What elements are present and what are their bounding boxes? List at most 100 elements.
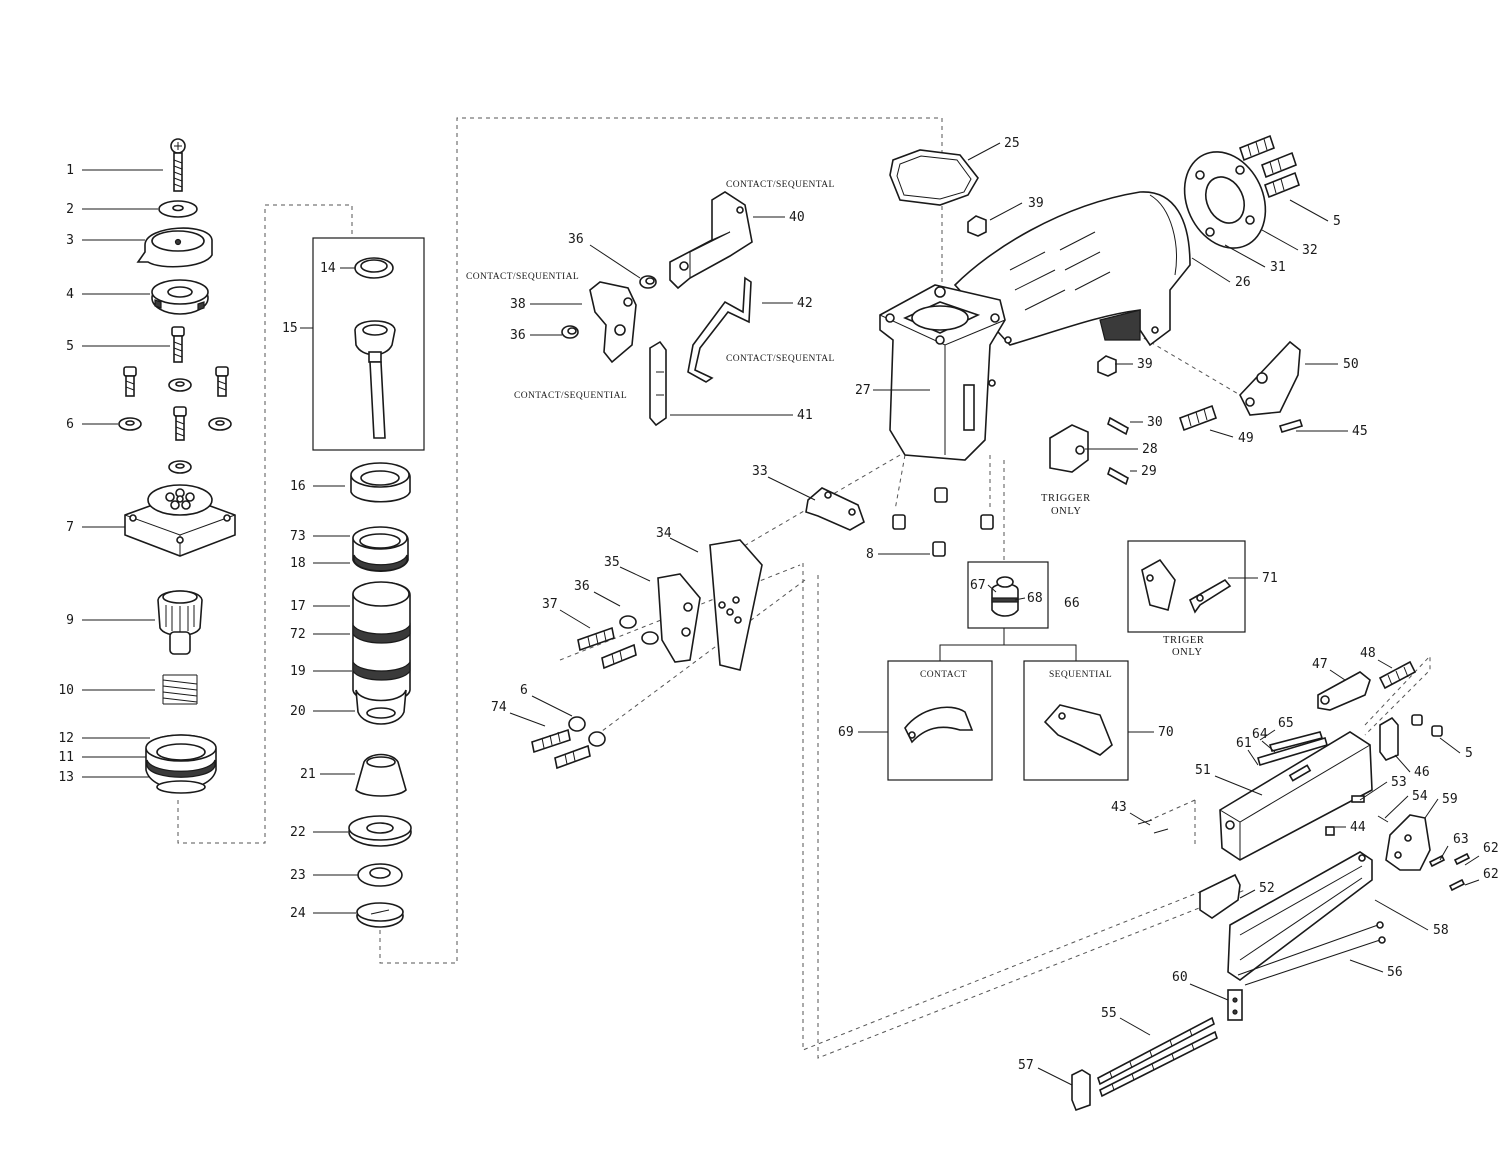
callout-part-15: 15 — [282, 321, 313, 336]
valve-trip-kits — [904, 558, 1232, 756]
part-number-label: 36 — [574, 579, 590, 594]
part-number-label: 53 — [1391, 775, 1407, 790]
part-number-label: 59 — [1442, 792, 1458, 807]
part-46-block — [1379, 716, 1399, 761]
part-33-bracket — [805, 487, 865, 531]
callout-part-43: 43 — [1111, 800, 1151, 826]
part-24-bumper-disk — [356, 902, 404, 928]
part-4-deflector — [151, 279, 209, 315]
callout-part-7: 7 — [66, 520, 125, 535]
annotation-notes: CONTACT/SEQUENTALCONTACT/SEQUENTIALCONTA… — [466, 180, 1205, 680]
callout-part-57: 57 — [1018, 1058, 1073, 1086]
part-number-label: 74 — [491, 700, 507, 715]
part-number-label: 6 — [66, 417, 74, 432]
group-boxes — [312, 237, 1246, 781]
part-number-label: 30 — [1147, 415, 1163, 430]
callout-part-6: 6 — [520, 683, 573, 717]
part-number-label: 47 — [1312, 657, 1328, 672]
leader-line — [1289, 199, 1329, 222]
note-label: CONTACT/SEQUENTAL — [726, 180, 835, 190]
part-number-label: 46 — [1414, 765, 1430, 780]
part-number-label: 62 — [1483, 841, 1499, 856]
part-5-small-screws — [1411, 714, 1443, 737]
part-8-screws — [892, 487, 994, 557]
part-number-label: 11 — [58, 750, 74, 765]
part-number-label: 58 — [1433, 923, 1449, 938]
leader-line — [1189, 983, 1229, 1001]
part-number-label: 67 — [970, 578, 986, 593]
callout-part-32: 32 — [1261, 229, 1318, 258]
callout-part-44: 44 — [1335, 820, 1366, 835]
note-label: TRIGER — [1163, 635, 1205, 646]
part-number-label: 19 — [290, 664, 306, 679]
callout-part-74: 74 — [491, 700, 546, 727]
callout-part-48: 48 — [1360, 646, 1393, 669]
part-70-sequential-trip — [1043, 704, 1113, 756]
part-71-trigger-kit — [1141, 558, 1232, 614]
leader-line — [1384, 795, 1409, 819]
leader-line — [1261, 740, 1276, 753]
leader-line — [1349, 959, 1384, 973]
callout-part-30: 30 — [1130, 415, 1163, 430]
callout-part-53: 53 — [1359, 775, 1407, 801]
part-number-label: 27 — [855, 383, 871, 398]
callout-part-62: 62 — [1464, 867, 1499, 886]
leader-line — [1377, 659, 1393, 669]
callout-part-12: 12 — [58, 731, 150, 746]
magazine-parts — [1071, 660, 1471, 1112]
note-label: ONLY — [1172, 647, 1203, 658]
part-number-label: 42 — [797, 296, 813, 311]
callout-part-55: 55 — [1101, 1006, 1151, 1036]
part-6-74-screws — [531, 716, 606, 770]
callout-part-8: 8 — [866, 547, 930, 562]
leader-line — [1247, 749, 1259, 766]
part-57-stop — [1071, 1069, 1091, 1112]
callout-part-17: 17 — [290, 599, 350, 614]
part-14-ring — [354, 257, 394, 279]
part-31-32-plate — [1183, 151, 1267, 249]
part-number-label: 51 — [1195, 763, 1211, 778]
part-number-label: 31 — [1270, 260, 1286, 275]
callout-part-34: 34 — [656, 526, 699, 553]
part-number-label: 71 — [1262, 571, 1278, 586]
note-label: CONTACT/SEQUENTAL — [726, 354, 835, 364]
leader-line — [593, 591, 621, 607]
part-41-trip-slide — [649, 340, 667, 427]
leader-line — [589, 244, 641, 279]
part-number-label: 39 — [1137, 357, 1153, 372]
leader-line — [559, 609, 591, 629]
part-47-latch — [1317, 671, 1371, 711]
part-66-valve — [991, 576, 1019, 617]
callout-part-42: 42 — [762, 296, 813, 311]
callout-part-60: 60 — [1172, 970, 1229, 1001]
callout-part-56: 56 — [1349, 959, 1403, 980]
part-16-bumper — [350, 462, 411, 503]
leader-line — [1119, 1017, 1151, 1036]
leader-line — [1439, 845, 1449, 861]
part-number-label: 37 — [542, 597, 558, 612]
part-5-screws-set — [123, 366, 229, 441]
callout-part-1: 1 — [66, 163, 163, 178]
part-56-rod — [1237, 921, 1386, 986]
part-number-label: 14 — [320, 261, 336, 276]
part-number-label: 66 — [1064, 596, 1080, 611]
callout-part-66: 66 — [1064, 596, 1080, 611]
part-38-trigger-block — [589, 281, 637, 364]
part-number-label: 61 — [1236, 736, 1252, 751]
callout-part-67: 67 — [970, 578, 997, 593]
leader-line — [1359, 781, 1388, 801]
leader-line — [1224, 244, 1266, 268]
part-number-label: 70 — [1158, 725, 1174, 740]
leader-line — [1191, 257, 1231, 283]
part-35-nose-plate — [657, 573, 701, 663]
part-number-label: 25 — [1004, 136, 1020, 151]
part-number-label: 7 — [66, 520, 74, 535]
part-number-label: 21 — [300, 767, 316, 782]
part-9-head-valve — [157, 590, 203, 655]
callout-part-46: 46 — [1394, 754, 1430, 780]
leader-line — [509, 712, 546, 727]
callout-part-19: 19 — [290, 664, 352, 679]
part-51-magazine — [1219, 731, 1373, 861]
part-number-label: 68 — [1027, 591, 1043, 606]
